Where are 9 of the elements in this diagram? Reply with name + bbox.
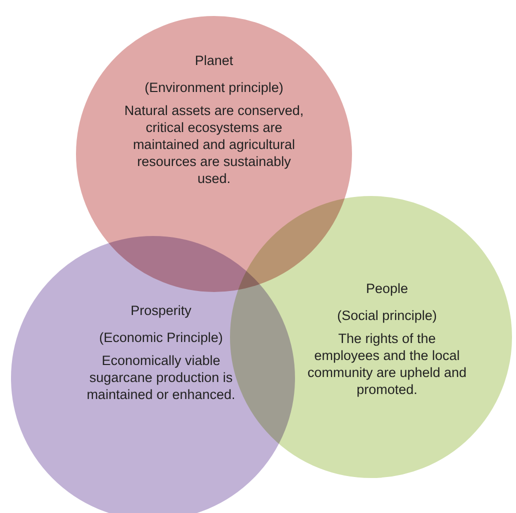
principle-subtitle: (Social principle): [336, 307, 438, 324]
description-text: Natural assets are conserved, critical ecosystems are maintained and agricultural resources are sustainably used.: [123, 102, 305, 187]
circle-title: Planet: [194, 52, 234, 69]
description-text: The rights of the employees and the local community are upheld and promoted.: [306, 330, 468, 398]
description-text: Economically viable sugarcane production is maintained or enhanced.: [86, 352, 236, 403]
circle-title: Prosperity: [130, 302, 192, 319]
circle-title: People: [364, 280, 410, 297]
principle-subtitle: (Economic Principle): [98, 329, 224, 346]
principle-subtitle: (Environment principle): [144, 79, 284, 96]
